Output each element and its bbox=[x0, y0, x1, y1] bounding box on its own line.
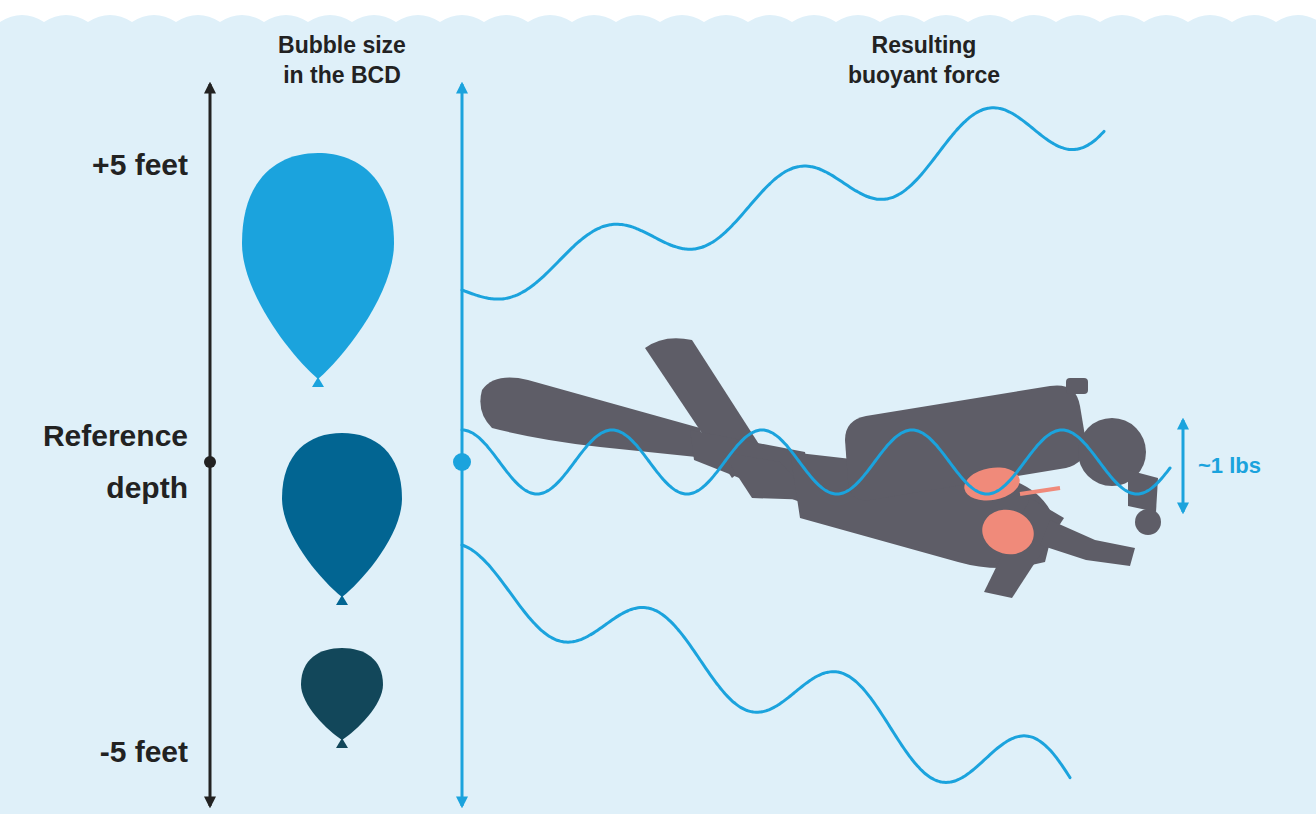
bcd-balloon bbox=[242, 153, 394, 387]
balloon-body bbox=[242, 153, 394, 379]
depth-axis bbox=[209, 84, 212, 806]
trachea bbox=[1020, 488, 1060, 494]
balloon-knot bbox=[336, 595, 348, 605]
balloon-body bbox=[282, 433, 402, 597]
force-axis bbox=[461, 84, 464, 806]
arm bbox=[1040, 520, 1135, 566]
mask bbox=[1128, 470, 1158, 512]
water-background bbox=[0, 15, 1316, 814]
column-heading: Resulting buoyant force bbox=[838, 30, 1010, 90]
force-wave bbox=[462, 108, 1104, 299]
lung bbox=[977, 504, 1039, 560]
wave-group bbox=[462, 108, 1170, 783]
lung bbox=[962, 463, 1023, 504]
diver-silhouette bbox=[480, 338, 1161, 598]
range-arrow bbox=[1182, 420, 1185, 512]
balloon-knot bbox=[312, 377, 324, 387]
depth-label: +5 feet bbox=[0, 139, 188, 191]
regulator bbox=[1135, 509, 1161, 535]
force-wave bbox=[462, 430, 1170, 494]
depth-label: Reference depth bbox=[0, 410, 188, 514]
force-reference-dot bbox=[453, 453, 471, 471]
balloon-knot bbox=[336, 738, 348, 748]
bcd-balloon bbox=[282, 433, 402, 605]
fin bbox=[480, 378, 706, 458]
bcd-balloon bbox=[301, 648, 383, 748]
depth-label: -5 feet bbox=[0, 726, 188, 778]
force-wave bbox=[462, 545, 1070, 782]
balloon-group bbox=[242, 153, 402, 748]
balloon-body bbox=[301, 648, 383, 740]
reference-dot bbox=[204, 456, 216, 468]
column-heading: Bubble size in the BCD bbox=[270, 30, 414, 90]
force-value: ~1 lbs bbox=[1198, 451, 1308, 481]
tank-valve bbox=[1066, 378, 1088, 394]
